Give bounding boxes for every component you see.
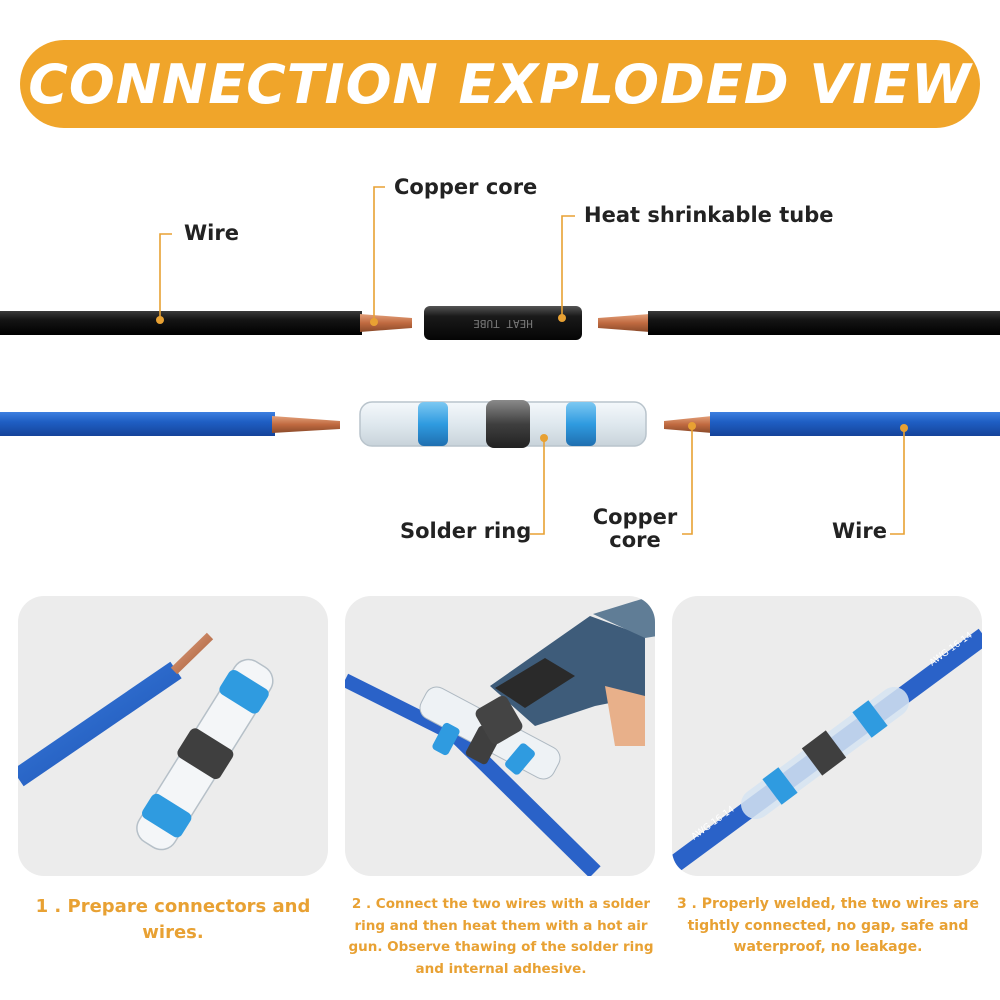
blue-wire-right [710,412,1000,436]
heat-shrink-tube [424,306,582,340]
tube-print: HEAT TUBE [473,317,533,330]
seal-ring-left [418,402,448,446]
copper-core-left-top [360,314,412,332]
step3-caption: 3 . Properly welded, the two wires are t… [676,896,980,956]
step1-graphic [18,632,274,851]
copper-core-right-bottom [664,416,712,433]
label-heat-shrink-tube: Heat shrinkable tube [584,203,834,227]
label-copper-core-top: Copper core [394,175,538,199]
step2-graphic [345,598,655,876]
heat-gun [475,598,655,746]
copper-core-right-top [598,314,650,332]
step3-graphic: AWG 16-14 AWG 16-14 [672,628,982,874]
step2-caption: 2 . Connect the two wires with a solder … [348,896,654,977]
step3-image: AWG 16-14 AWG 16-14 [672,596,982,876]
seal-ring-right [566,402,596,446]
black-wire-left [0,311,362,335]
label-wire-bottom: Wire [832,519,887,543]
callout-lines [159,186,905,535]
page-title: CONNECTION EXPLODED VIEW [28,52,972,116]
step1-caption: 1 . Prepare connectors and wires. [35,896,311,944]
step1-image [18,596,328,876]
label-copper-core-bottom-line1: Copper [592,505,678,529]
title-banner: CONNECTION EXPLODED VIEW [20,40,980,128]
step2-image [345,596,655,876]
black-wire-right [648,311,1000,335]
label-copper-core-bottom-line2: core [609,528,661,553]
label-wire-top: Wire [184,221,239,245]
exploded-view-diagram: HEAT TUBE Wire Copper core [0,140,1000,580]
label-copper-core-bottom: Copper core [592,505,678,553]
solder-ring [486,400,530,448]
copper-core-left-bottom [272,416,340,433]
blue-wire-left [0,412,275,436]
diagram-graphic: HEAT TUBE [0,186,1000,535]
label-solder-ring: Solder ring [400,519,532,543]
callout-dots [156,314,908,442]
